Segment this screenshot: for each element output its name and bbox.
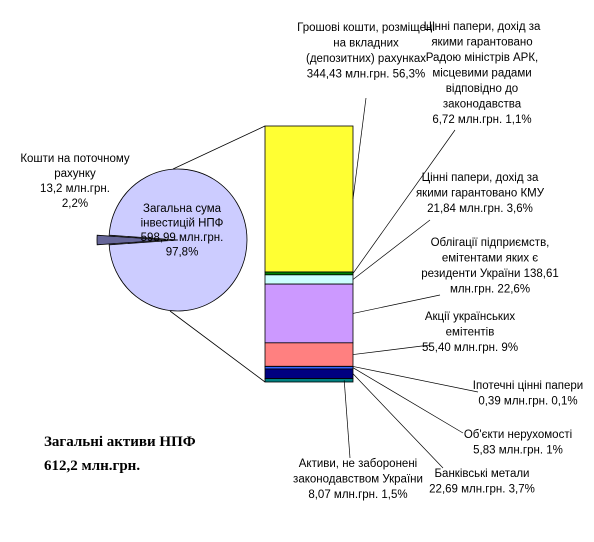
bar-label-5-line: Іпотечні цінні папери — [473, 380, 583, 392]
bar-segment-8 — [264, 378, 354, 383]
bar-label-2: Цінні папери, дохід за якими гарантовано … — [416, 172, 545, 215]
bar-label-0-line: (депозитних) рахунках — [306, 53, 426, 65]
bar-label-7: Банківські метали 22,69 млн.грн. 3,7% — [429, 468, 535, 496]
bar-segment-0 — [264, 125, 354, 273]
bar-label-1-line: 6,72 млн.грн. 1,1% — [432, 114, 531, 126]
total-assets-title-line: 612,2 млн.грн. — [44, 458, 140, 474]
pie-label-current-account-line: 2,2% — [62, 198, 88, 210]
bar-label-7-line: Банківські метали — [435, 468, 530, 480]
bar-label-3-line: емітентами яких є — [442, 253, 538, 265]
leader-line-2 — [352, 219, 431, 280]
bar-label-1-line: відповідно до — [446, 83, 518, 95]
bar-label-2-line: 21,84 млн.грн. 3,6% — [427, 203, 533, 215]
bar-label-4: Акції українських емітентів 55,40 млн.грн.… — [422, 311, 518, 354]
pie-label-investments-line: 97,8% — [166, 247, 199, 259]
bar-segment-2 — [264, 274, 354, 285]
bar-label-7-line: 22,69 млн.грн. 3,7% — [429, 484, 535, 496]
bar-label-5: Іпотечні цінні папери 0,39 млн.грн. 0,1% — [473, 380, 583, 408]
leader-line-0 — [352, 97, 367, 200]
bar-label-0-line: 344,43 млн.грн. 56,3% — [307, 69, 425, 81]
bar-label-4-line: Акції українських — [425, 311, 516, 323]
leader-line-1 — [352, 129, 456, 274]
pie-label-current-account-line: рахунку — [54, 168, 96, 180]
bar-label-2-line: якими гарантовано КМУ — [416, 188, 545, 200]
bar-label-6-line: 5,83 млн.грн. 1% — [473, 445, 563, 457]
bar-label-2-line: Цінні папери, дохід за — [422, 172, 539, 184]
connector-line-bottom — [169, 310, 266, 383]
bar-label-3-line: резиденти України 138,61 — [421, 268, 559, 280]
bar-label-1-line: місцевими радами — [432, 68, 531, 80]
pie-label-investments-line: Загальна сума — [143, 203, 222, 215]
pie-slice-investments — [108, 168, 248, 312]
pie-label-current-account-line: 13,2 млн.грн. — [40, 183, 110, 195]
bar-segment-1 — [264, 271, 354, 276]
bar-label-8-line: 8,07 млн.грн. 1,5% — [308, 489, 407, 501]
pie-label-investments-line: 598,99 млн.грн. — [141, 232, 224, 244]
bar-label-8: Активи, не заборонені законодавством Укра… — [293, 458, 423, 501]
leader-line-6 — [352, 367, 464, 434]
pie-label-investments: Загальна сума інвестицій НПФ 598,99 млн.гр… — [141, 203, 224, 259]
bar-label-8-line: законодавством України — [293, 474, 423, 486]
bar-label-8-line: Активи, не заборонені — [299, 458, 417, 470]
bar-label-6: Об'єкти нерухомості 5,83 млн.грн. 1% — [464, 429, 572, 457]
bar-label-1-line: Цінні папери, дохід за — [424, 21, 541, 33]
bar-segment-3 — [264, 283, 354, 344]
bar-label-0-line: на вкладних — [333, 38, 399, 50]
bar-label-1-line: законодавства — [443, 99, 522, 111]
bar-label-3-line: Облігації підприємств, — [431, 237, 550, 249]
pie-label-current-account: Кошти на поточному рахунку 13,2 млн.грн. 2,… — [20, 153, 130, 210]
leader-line-7 — [352, 373, 444, 469]
pie-slice-current-account — [96, 234, 167, 246]
bar-label-0-line: Грошові кошти, розміщені — [297, 22, 435, 34]
leader-line-4 — [352, 344, 431, 355]
leader-line-8 — [343, 380, 351, 459]
bar-label-0: Грошові кошти, розміщені на вкладних (депо… — [297, 22, 435, 81]
bar-label-6-line: Об'єкти нерухомості — [464, 429, 572, 441]
bar-label-3-line: млн.грн. 22,6% — [450, 284, 530, 296]
connector-line-top — [172, 125, 266, 170]
bar-segment-7 — [264, 368, 354, 379]
bar-label-4-line: 55,40 млн.грн. 9% — [422, 342, 518, 354]
bar-label-1-line: якими гарантовано — [431, 37, 532, 49]
pie-label-current-account-line: Кошти на поточному — [20, 153, 130, 165]
total-assets-title-line: Загальні активи НПФ — [44, 434, 196, 450]
bar-label-5-line: 0,39 млн.грн. 0,1% — [478, 396, 577, 408]
pie-label-investments-line: інвестицій НПФ — [141, 218, 224, 230]
bar-label-3: Облігації підприємств, емітентами яких є р… — [421, 237, 559, 296]
bar-label-4-line: емітентів — [446, 327, 495, 339]
bar-label-1-line: Радою міністрів АРК, — [426, 52, 538, 64]
bar-segment-4 — [264, 342, 354, 367]
leader-line-3 — [352, 294, 441, 314]
total-assets-title: Загальні активи НПФ 612,2 млн.грн. — [44, 434, 196, 474]
leader-line-5 — [352, 366, 479, 393]
